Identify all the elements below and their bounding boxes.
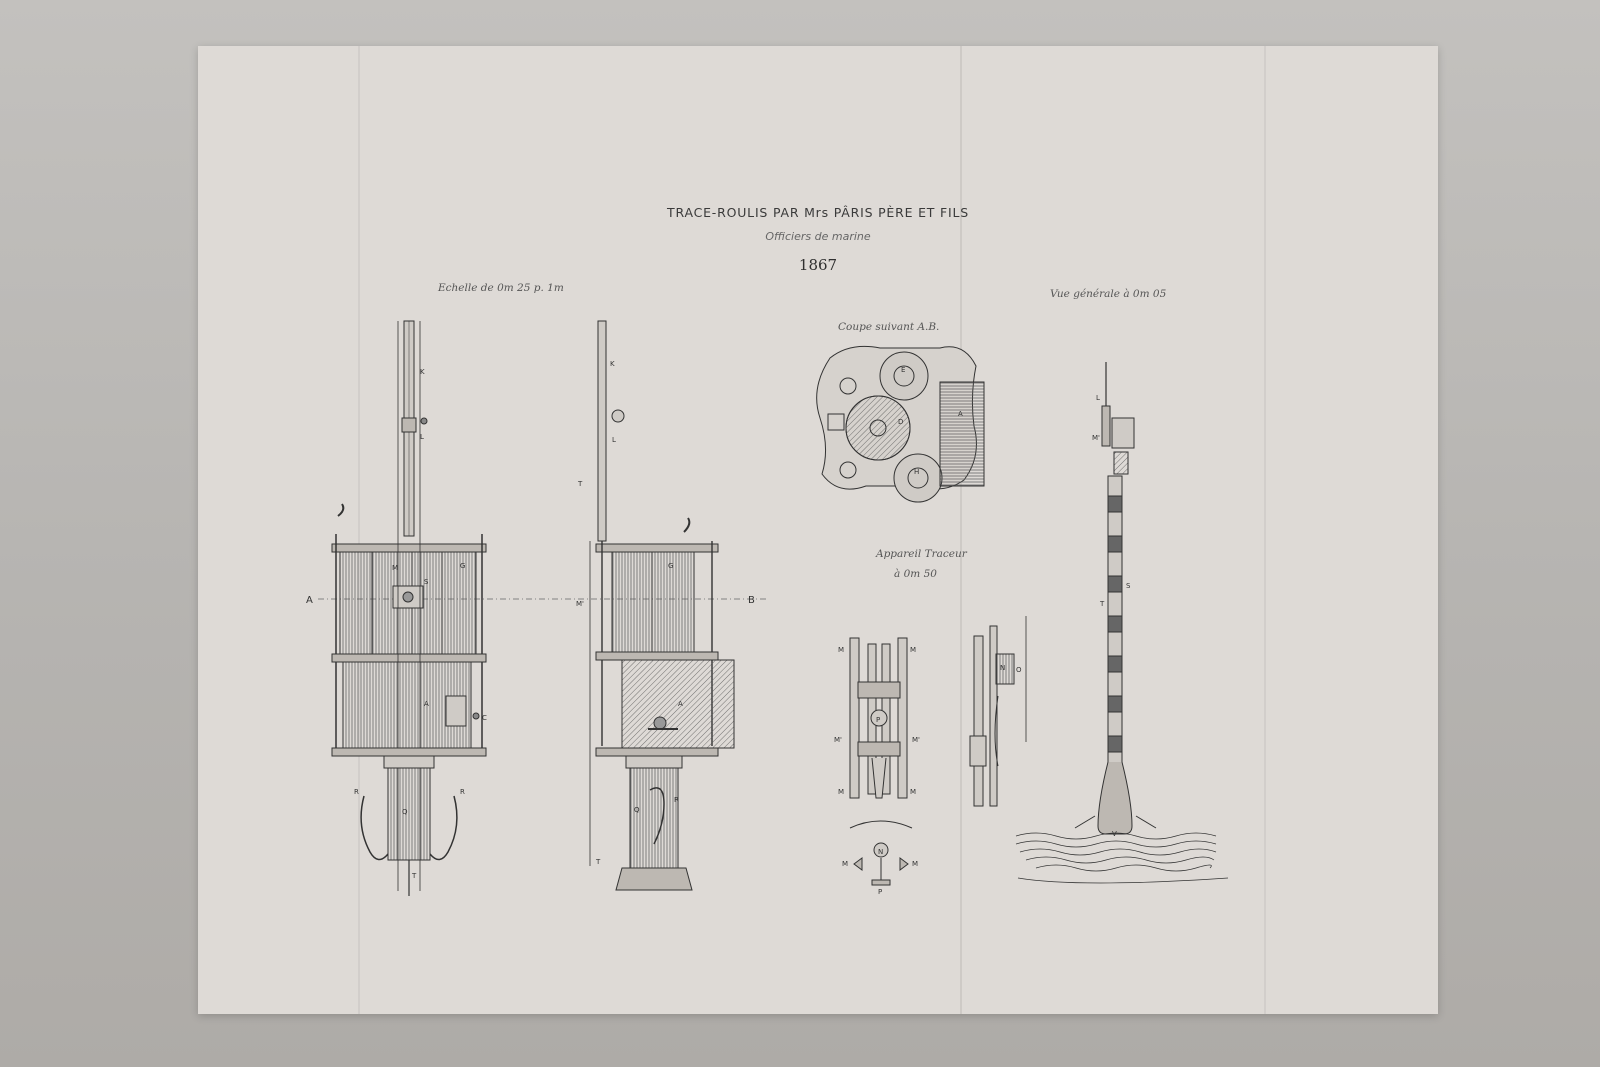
- section-ab-labels: E D H A: [898, 366, 963, 476]
- label-s: S: [1126, 582, 1131, 590]
- label-a: A: [678, 700, 683, 708]
- label-o: O: [1016, 666, 1022, 674]
- tracer-apparatus-labels: M M P M' M' M M O N: [834, 646, 1022, 796]
- label-g: G: [460, 562, 465, 570]
- label-a: A: [958, 410, 963, 418]
- general-view-labels: L M' T S V: [1092, 394, 1131, 838]
- label-e: E: [901, 366, 905, 374]
- label-k: K: [420, 368, 425, 376]
- label-a: A: [424, 700, 429, 708]
- plate-sheet: TRACE-ROULIS PAR Mrs PÂRIS PÈRE ET FILS …: [198, 46, 1438, 1014]
- label-m: M: [838, 788, 844, 796]
- label-v: V: [1112, 830, 1117, 838]
- section-caption: Coupe suivant A.B.: [838, 321, 940, 333]
- label-m: M: [838, 646, 844, 654]
- marker-a: A: [306, 595, 313, 606]
- label-m: M: [910, 646, 916, 654]
- label-p: P: [878, 888, 882, 896]
- tracer-caption: Appareil Traceur: [876, 548, 967, 560]
- label-m: M: [910, 788, 916, 796]
- label-r: R: [674, 796, 679, 804]
- label-m1: M': [912, 736, 920, 744]
- label-s: S: [424, 578, 429, 586]
- tracer-plan-labels: N M M P: [842, 848, 918, 896]
- label-m: M: [842, 860, 848, 868]
- general-view-caption: Vue générale à 0m 05: [1050, 288, 1167, 300]
- fold-line: [960, 46, 962, 1014]
- front-elevation-labels: K L M S G A C Q R R T: [354, 368, 487, 880]
- section-ab-view: [816, 345, 985, 503]
- sea-surface: [1015, 832, 1229, 884]
- label-c: C: [482, 714, 487, 722]
- label-k: K: [610, 360, 615, 368]
- scale-caption: Echelle de 0m 25 p. 1m: [438, 282, 564, 294]
- label-d: D: [898, 418, 903, 426]
- front-elevation: [331, 320, 487, 896]
- label-n: N: [1000, 664, 1005, 672]
- engraving: A B: [306, 320, 1229, 896]
- plate-year: 1867: [798, 256, 838, 274]
- label-r: R: [460, 788, 465, 796]
- label-t: T: [577, 480, 583, 488]
- label-m1: M': [834, 736, 842, 744]
- tracer-scale-caption: à 0m 50: [894, 568, 937, 580]
- label-r: R: [354, 788, 359, 796]
- marker-b: B: [748, 595, 755, 606]
- label-h: H: [914, 468, 919, 476]
- label-p: P: [876, 716, 880, 724]
- tracer-apparatus: [849, 616, 1027, 807]
- striped-mast: [1107, 475, 1123, 817]
- label-m: M: [392, 564, 398, 572]
- label-g: G: [668, 562, 673, 570]
- label-m1: M': [576, 600, 584, 608]
- fold-line: [358, 46, 360, 1014]
- tracer-plan: [849, 820, 913, 886]
- label-n: N: [878, 848, 883, 856]
- label-t: T: [1099, 600, 1105, 608]
- label-t: T: [595, 858, 601, 866]
- general-view: [1015, 362, 1229, 884]
- label-l: L: [612, 436, 616, 444]
- fold-line: [1264, 46, 1266, 1014]
- label-t: T: [411, 872, 417, 880]
- label-l: L: [420, 433, 424, 441]
- plate-title: TRACE-ROULIS PAR Mrs PÂRIS PÈRE ET FILS: [667, 205, 969, 220]
- label-m: M: [912, 860, 918, 868]
- label-l: L: [1096, 394, 1100, 402]
- label-m1: M': [1092, 434, 1100, 442]
- label-q: Q: [402, 808, 408, 816]
- side-elevation: [589, 320, 735, 891]
- label-q: Q: [634, 806, 640, 814]
- plate-subtitle: Officiers de marine: [765, 230, 871, 243]
- side-elevation-labels: K L T M' G A Q R T: [576, 360, 683, 866]
